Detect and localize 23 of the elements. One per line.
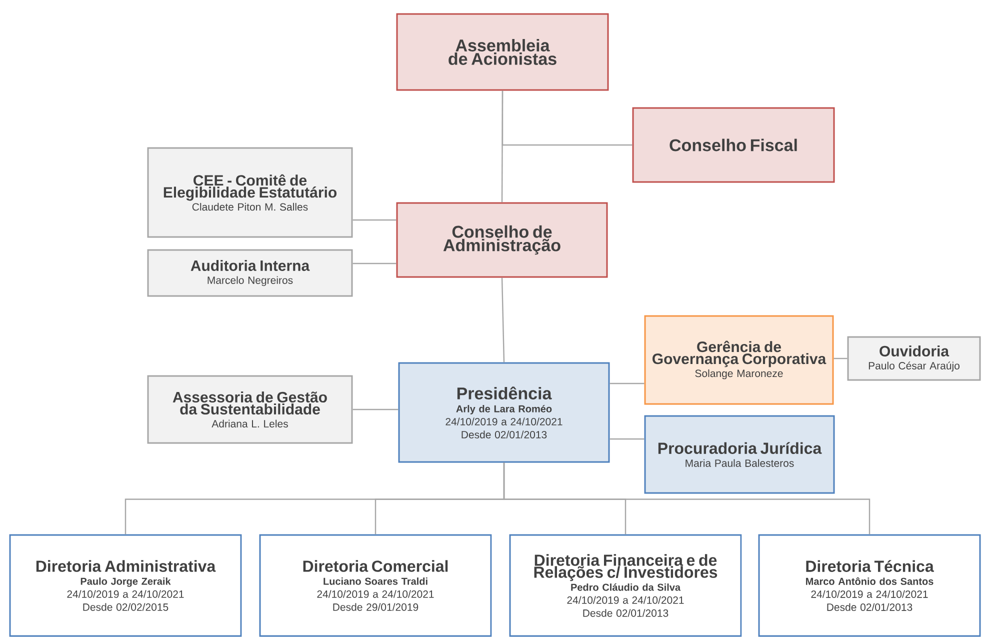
connector-line (501, 278, 505, 362)
connector-line (610, 438, 644, 440)
office-box: CEE - Comitê de Elegibilidade Estatutário Claudete Piton M. Salles (147, 147, 353, 238)
connector-line (502, 90, 632, 146)
office-box: Procuradoria Jurídica Maria Paula Balesteros (644, 415, 835, 494)
department-box: Diretoria Técnica Marco Antônio dos Santos 24/10/2019 a 24/10/2021 Desde 02/01/2013 (758, 534, 981, 637)
office-box: Auditoria Interna Marcelo Negreiros (147, 249, 353, 297)
connector-line (834, 358, 848, 360)
office-box: Ouvidoria Paulo César Araújo (847, 336, 981, 381)
office-box: Gerência de Governança Corporativa Solange Maroneze (644, 315, 834, 405)
governance-box: Conselho Fiscal (632, 107, 835, 183)
connector-line (352, 219, 396, 221)
connector-line (352, 262, 396, 264)
department-box: Diretoria Administrativa Paulo Jorge Zeraik 24/10/2019 a 24/10/2021 Desde 02/02/2015 (9, 534, 242, 637)
governance-box: Assembleia de Acionistas (396, 13, 609, 91)
connector-line (610, 382, 644, 384)
department-box: Diretoria Financeira e de Relações c/ Investidores Pedro Cláudio da Silva 24/10/2019 a 24/10/2021 Desde 02/01/2013 (509, 534, 742, 637)
office-box: Assessoria de Gestão da Sustentabilidade Adriana L. Leles (147, 375, 353, 444)
department-box: Diretoria Comercial Luciano Soares Traldi 24/10/2019 a 24/10/2021 Desde 29/01/2019 (259, 534, 492, 637)
office-box: Presidência Arly de Lara Roméo 24/10/2019 a 24/10/2021 Desde 02/01/2013 (398, 362, 610, 463)
governance-box: Conselho de Administração (396, 202, 608, 278)
connector-line (503, 462, 870, 534)
connector-line (352, 408, 398, 410)
